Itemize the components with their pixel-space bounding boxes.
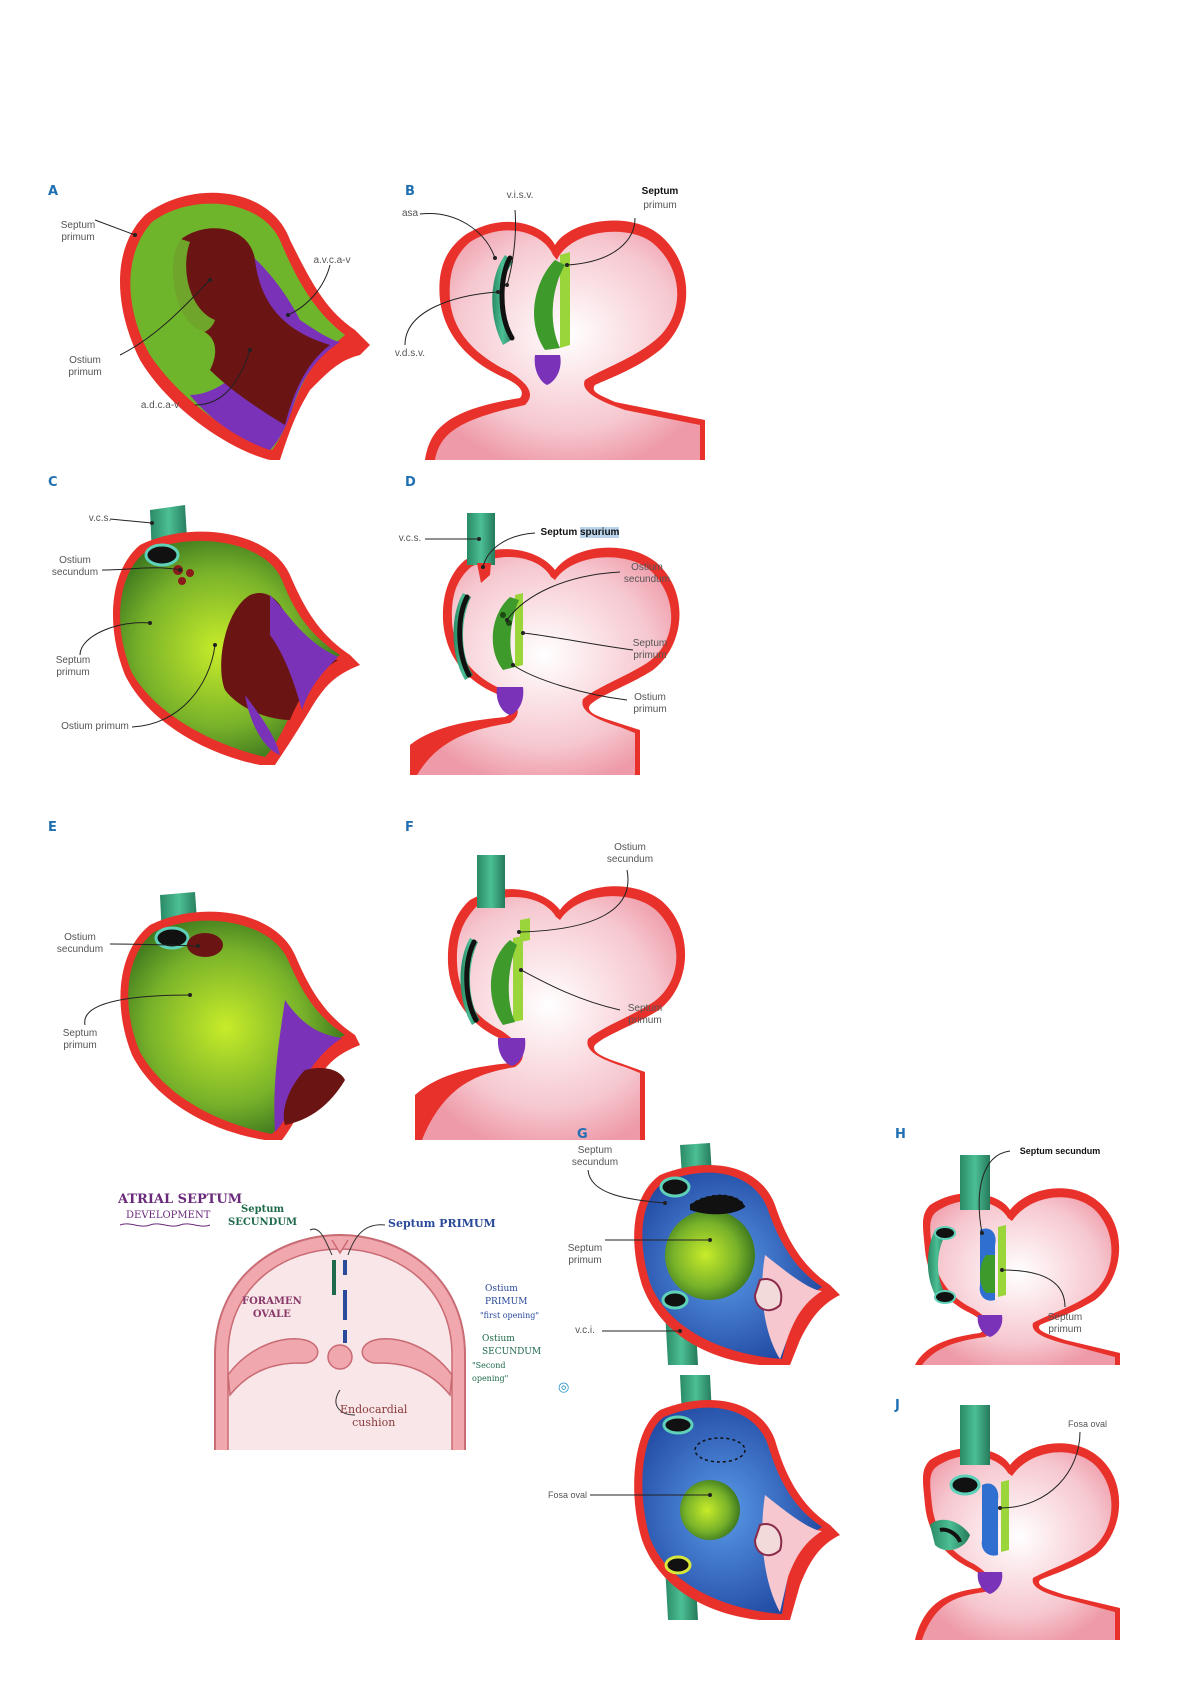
atrium-illustration-h: [915, 1155, 1120, 1365]
label-ostium-secundum: Ostium secundum: [623, 562, 671, 585]
atrium-illustration-a: [120, 192, 370, 460]
panel-j: J Fosa oval: [890, 1390, 1190, 1650]
atrium-illustration-f: [415, 855, 686, 1140]
leader-lines-f: [517, 869, 629, 1011]
leader-lines-i: [590, 1493, 712, 1497]
label-vci: v.c.i.: [575, 1325, 595, 1336]
sketch-panel: ATRIAL SEPTUM DEVELOPMENT Septum SECUNDU…: [100, 1165, 542, 1450]
label-avcav: a.v.c.a-v: [313, 255, 351, 266]
atrium-illustration-g: [634, 1143, 840, 1365]
sketch-title-1: ATRIAL SEPTUM: [118, 1192, 243, 1207]
sketch-ostium-secundum-note: "Second opening": [472, 1361, 509, 1383]
label-septum-primum: Septum primum: [1047, 1312, 1083, 1335]
label-fosa-oval: Fosa oval: [1067, 1419, 1108, 1429]
spurium-word: spurium: [580, 527, 620, 538]
panel-letter: B: [405, 184, 415, 199]
panel-letter: J: [895, 1398, 900, 1413]
atrium-illustration-c: [113, 505, 360, 765]
label-ostium-primum: Ostium primum: [61, 721, 129, 732]
sketch-title-2: DEVELOPMENT: [126, 1210, 211, 1221]
label-vcs: v.c.s.: [398, 533, 422, 544]
sketch-endocardial: Endocardial cushion: [340, 1403, 408, 1429]
sketch-ostium-secundum: Ostium SECUNDUM: [482, 1334, 542, 1357]
sketch-ostium-primum: Ostium PRIMUM: [485, 1284, 528, 1307]
atrium-illustration-i: [634, 1375, 840, 1620]
leader-lines-j: [998, 1431, 1081, 1510]
panel-b: B v.i.s.v. Septum primum asa v.d.s.v.: [395, 170, 725, 460]
label-septum-primum: Septum primum: [55, 655, 91, 678]
atrium-illustration-d: [410, 513, 680, 775]
label-septum-primum: Septum primum: [632, 638, 668, 661]
atrium-illustration-b: [425, 220, 705, 460]
label-ostium-secundum: Ostium secundum: [51, 555, 99, 578]
label-ostium-primum: Ostium primum: [68, 355, 102, 378]
leader-lines-e: [84, 943, 200, 1026]
atrium-illustration-e: [120, 892, 360, 1140]
label-septum-secundum: Septum secundum: [1019, 1146, 1101, 1156]
label-septum-secundum: Septum secundum: [571, 1145, 619, 1168]
sketch-ostium-primum-note: "first opening": [480, 1311, 540, 1320]
label-ostium-primum: Ostium primum: [633, 692, 667, 715]
leader-lines-b: [404, 209, 636, 346]
panel-h: H Septum secundum Septum primum: [890, 1115, 1190, 1365]
label-septum-spurium: Septum spurium: [535, 527, 625, 539]
septum-word: Septum: [540, 527, 580, 538]
panel-letter: F: [405, 820, 414, 835]
sketch-foramen-ovale: FORAMEN OVALE: [242, 1296, 302, 1320]
leader-lines-a: [94, 219, 331, 406]
atrium-illustration-j: [915, 1405, 1120, 1640]
panel-e: E Ostium secundum Septum primum: [40, 820, 360, 1140]
panel-letter: D: [405, 475, 416, 490]
panel-letter: H: [895, 1127, 906, 1142]
sketch-septum-secundum: Septum SECUNDUM: [228, 1204, 298, 1228]
sketch-septum-primum: Septum PRIMUM: [388, 1217, 496, 1230]
panel-d: D v.c.s. Septum spurium Ostium secundum …: [395, 475, 735, 775]
label-septum-bold: Septum: [641, 186, 679, 197]
label-septum-primum: Septum primum: [62, 1028, 98, 1051]
panel-letter: E: [48, 820, 57, 835]
label-primum: primum: [643, 200, 677, 211]
panel-letter: C: [48, 475, 58, 490]
label-septum-primum: Septum primum: [567, 1243, 603, 1266]
label-ostium-secundum: Ostium secundum: [606, 842, 654, 865]
label-asa: asa: [401, 208, 419, 219]
panel-letter: G: [577, 1127, 588, 1142]
label-vdsv: v.d.s.v.: [394, 348, 426, 359]
sketch-illustration: [119, 1223, 466, 1450]
panel-a: A Septum primum a.v.c.a-v Ostium primum …: [40, 170, 370, 460]
leader-lines-h: [978, 1150, 1066, 1308]
label-adcav: a.d.c.a-v: [140, 400, 180, 411]
label-fosa-oval: Fosa oval: [547, 1490, 588, 1500]
label-septum-primum: Septum primum: [60, 220, 96, 243]
panel-letter: A: [48, 184, 59, 199]
panel-logo: ◎: [558, 1380, 570, 1395]
panel-f: F Ostium secundum Septum primum: [395, 820, 725, 1140]
panel-g: G Septum secundum Septum primum v.c.i.: [560, 1115, 850, 1365]
label-vcs: v.c.s.: [88, 513, 112, 524]
label-septum-primum: Septum primum: [627, 1003, 663, 1026]
panel-i: ◎ Fosa oval: [548, 1375, 850, 1640]
label-ostium-secundum: Ostium secundum: [56, 932, 104, 955]
panel-c: C v.c.s. Ostium secundum Septum primum O…: [40, 475, 360, 775]
leader-lines-c: [79, 518, 217, 728]
leader-lines-d: [425, 532, 634, 701]
label-visv: v.i.s.v.: [506, 190, 534, 201]
leader-lines-g: [587, 1169, 712, 1333]
